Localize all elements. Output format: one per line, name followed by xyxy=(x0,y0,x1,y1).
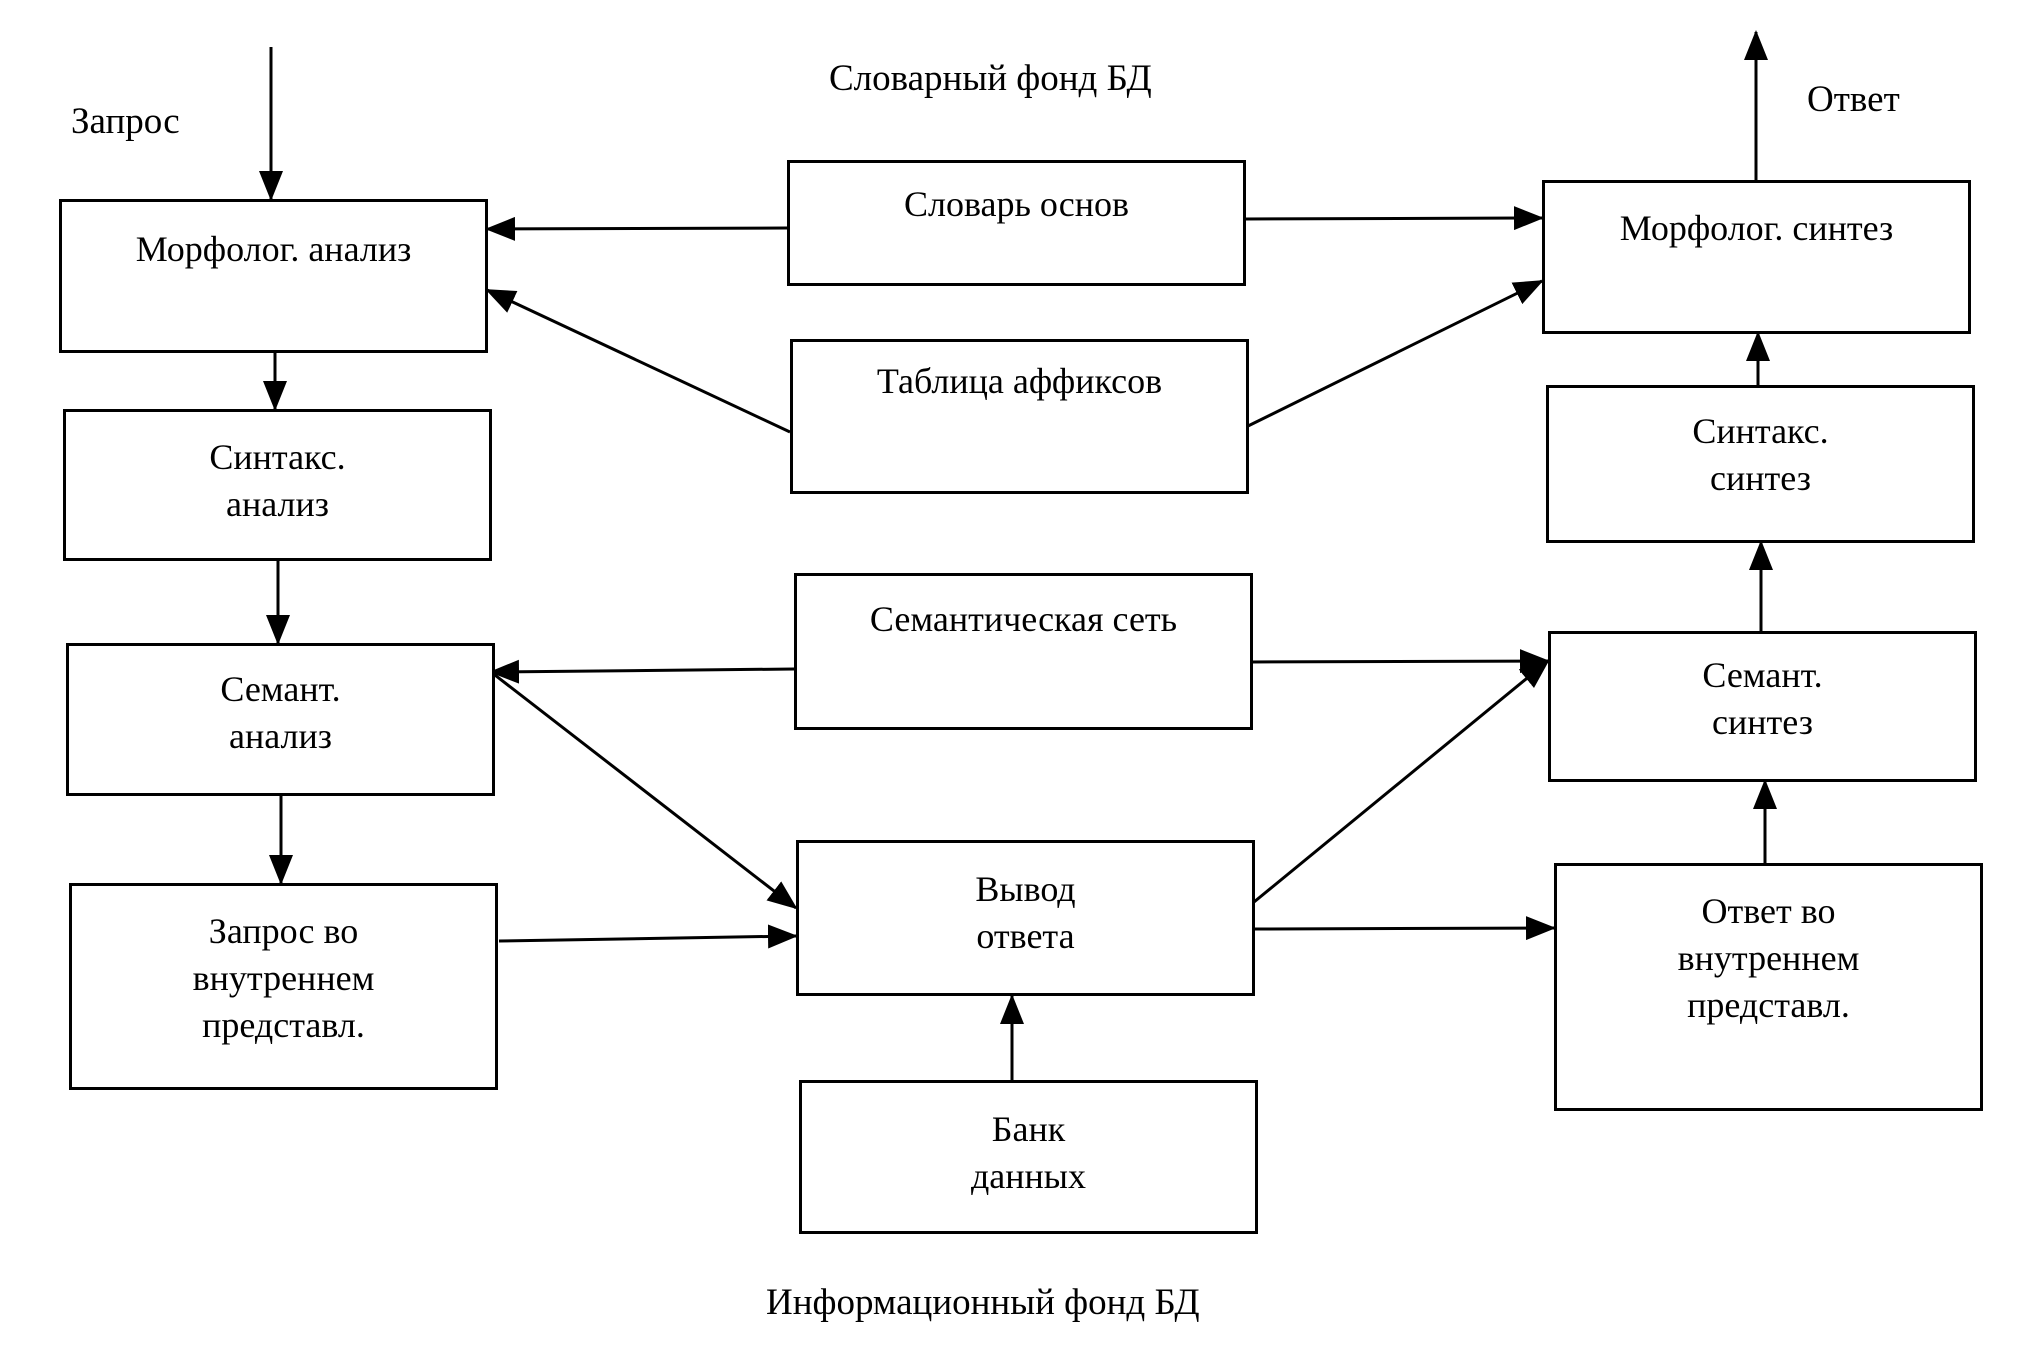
arrow-semnet-to-semantic-analysis xyxy=(489,659,795,684)
answer-label: Ответ xyxy=(1807,79,1900,120)
semantic-analysis-box: Семант. анализ xyxy=(66,643,495,796)
arrow-semantic-analysis-inference-bidirectional xyxy=(461,645,798,910)
dictionary-fund-title: Словарный фонд БД xyxy=(829,58,1152,99)
request-label: Запрос xyxy=(71,101,180,142)
internal-answer-box: Ответ во внутреннем представл. xyxy=(1554,863,1983,1111)
syntax-analysis-box: Синтакс. анализ xyxy=(63,409,492,561)
information-fund-title: Информационный фонд БД xyxy=(766,1282,1200,1323)
answer-inference-box: Вывод ответа xyxy=(796,840,1255,996)
internal-request-box: Запрос во внутреннем представл. xyxy=(69,883,498,1090)
semantic-network-box: Семантическая сеть xyxy=(794,573,1253,730)
arrow-inference-to-internal-answer xyxy=(1253,916,1556,941)
morph-synthesis-box: Морфолог. синтез xyxy=(1542,180,1971,334)
syntax-synthesis-box: Синтакс. синтез xyxy=(1546,385,1975,543)
arrow-semnet-to-semantic-synthesis xyxy=(1250,649,1550,674)
data-bank-box: Банк данных xyxy=(799,1080,1258,1234)
semantic-synthesis-box: Семант. синтез xyxy=(1548,631,1977,782)
morph-analysis-box: Морфолог. анализ xyxy=(59,199,488,353)
arrow-stem-dict-to-morph-analysis xyxy=(485,216,788,241)
arrow-stem-dict-to-morph-synthesis xyxy=(1244,206,1544,231)
arrow-inference-to-semantic-synthesis xyxy=(1253,659,1550,904)
arrow-affix-to-morph-analysis xyxy=(485,288,791,434)
affix-table-box: Таблица аффиксов xyxy=(790,339,1249,494)
stem-dictionary-box: Словарь основ xyxy=(787,160,1246,286)
arrow-internal-request-to-inference xyxy=(498,924,798,949)
arrow-affix-to-morph-synthesis xyxy=(1247,279,1544,428)
